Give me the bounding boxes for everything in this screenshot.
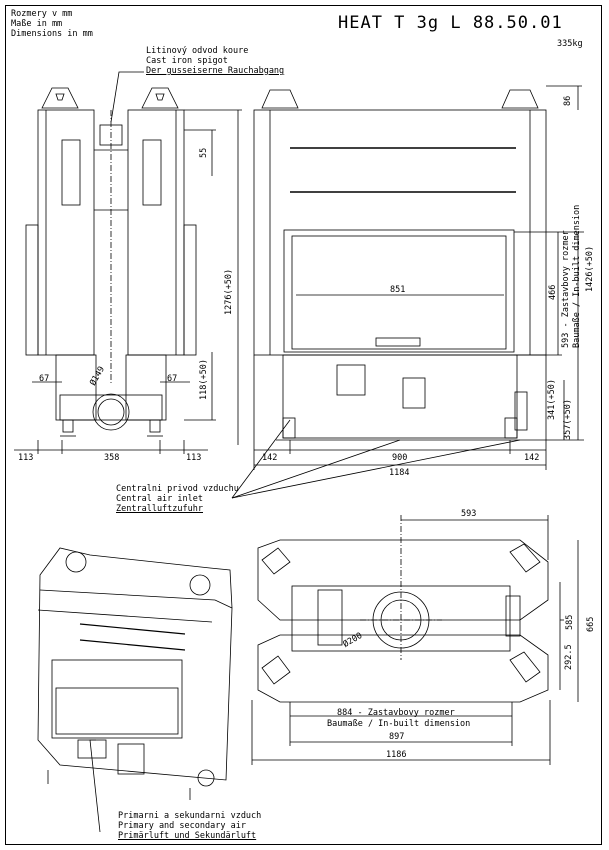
dim-top-897: 897 [389,732,405,742]
dim-side-67-left: 67 [39,374,50,384]
dim-side-358: 358 [104,453,120,463]
units-legend-de: Maße in mm [11,19,63,29]
side-view [14,71,242,454]
callout-spigot-de: Der gusseiserne Rauchabgang [146,66,285,76]
dim-front-851: 851 [390,285,406,295]
dim-top-1186: 1186 [386,750,407,760]
callout-install-top-cz: 884 - Zastavbovy rozmer [337,708,455,718]
weight-label: 335kg [557,39,583,49]
dim-side-67-right: 67 [167,374,178,384]
callout-spigot-cz: Litinový odvod koure [146,46,249,56]
callout-prim-sec-de: Primärluft und Sekundärluft [118,831,257,841]
units-legend-en: Dimensions in mm [11,29,93,39]
dim-front-142-right: 142 [524,453,540,463]
iso-view [37,547,233,833]
callout-central-air-en: Central air inlet [116,494,203,504]
callout-prim-sec-cz: Primarni a sekundarni vzduch [118,811,262,821]
dim-front-900: 900 [392,453,408,463]
front-view [231,85,584,499]
model-title: HEAT T 3g L 88.50.01 [338,13,563,33]
callout-spigot-en: Cast iron spigot [146,56,228,66]
dim-side-113-left: 113 [18,453,34,463]
dim-top-593: 593 [461,509,477,519]
callout-install-top-en: Baumaße / In-built dimension [327,719,471,729]
callout-central-air-cz: Centralni privod vzduchu [116,484,239,494]
dim-side-113-right: 113 [186,453,202,463]
units-legend-cz: Rozmery v mm [11,9,73,19]
dim-front-1184: 1184 [389,468,410,478]
sheet-border [5,5,602,845]
dim-front-142-left: 142 [262,453,278,463]
top-view [251,515,579,765]
callout-central-air-de: Zentralluftzufuhr [116,504,203,514]
callout-prim-sec-en: Primary and secondary air [118,821,246,831]
